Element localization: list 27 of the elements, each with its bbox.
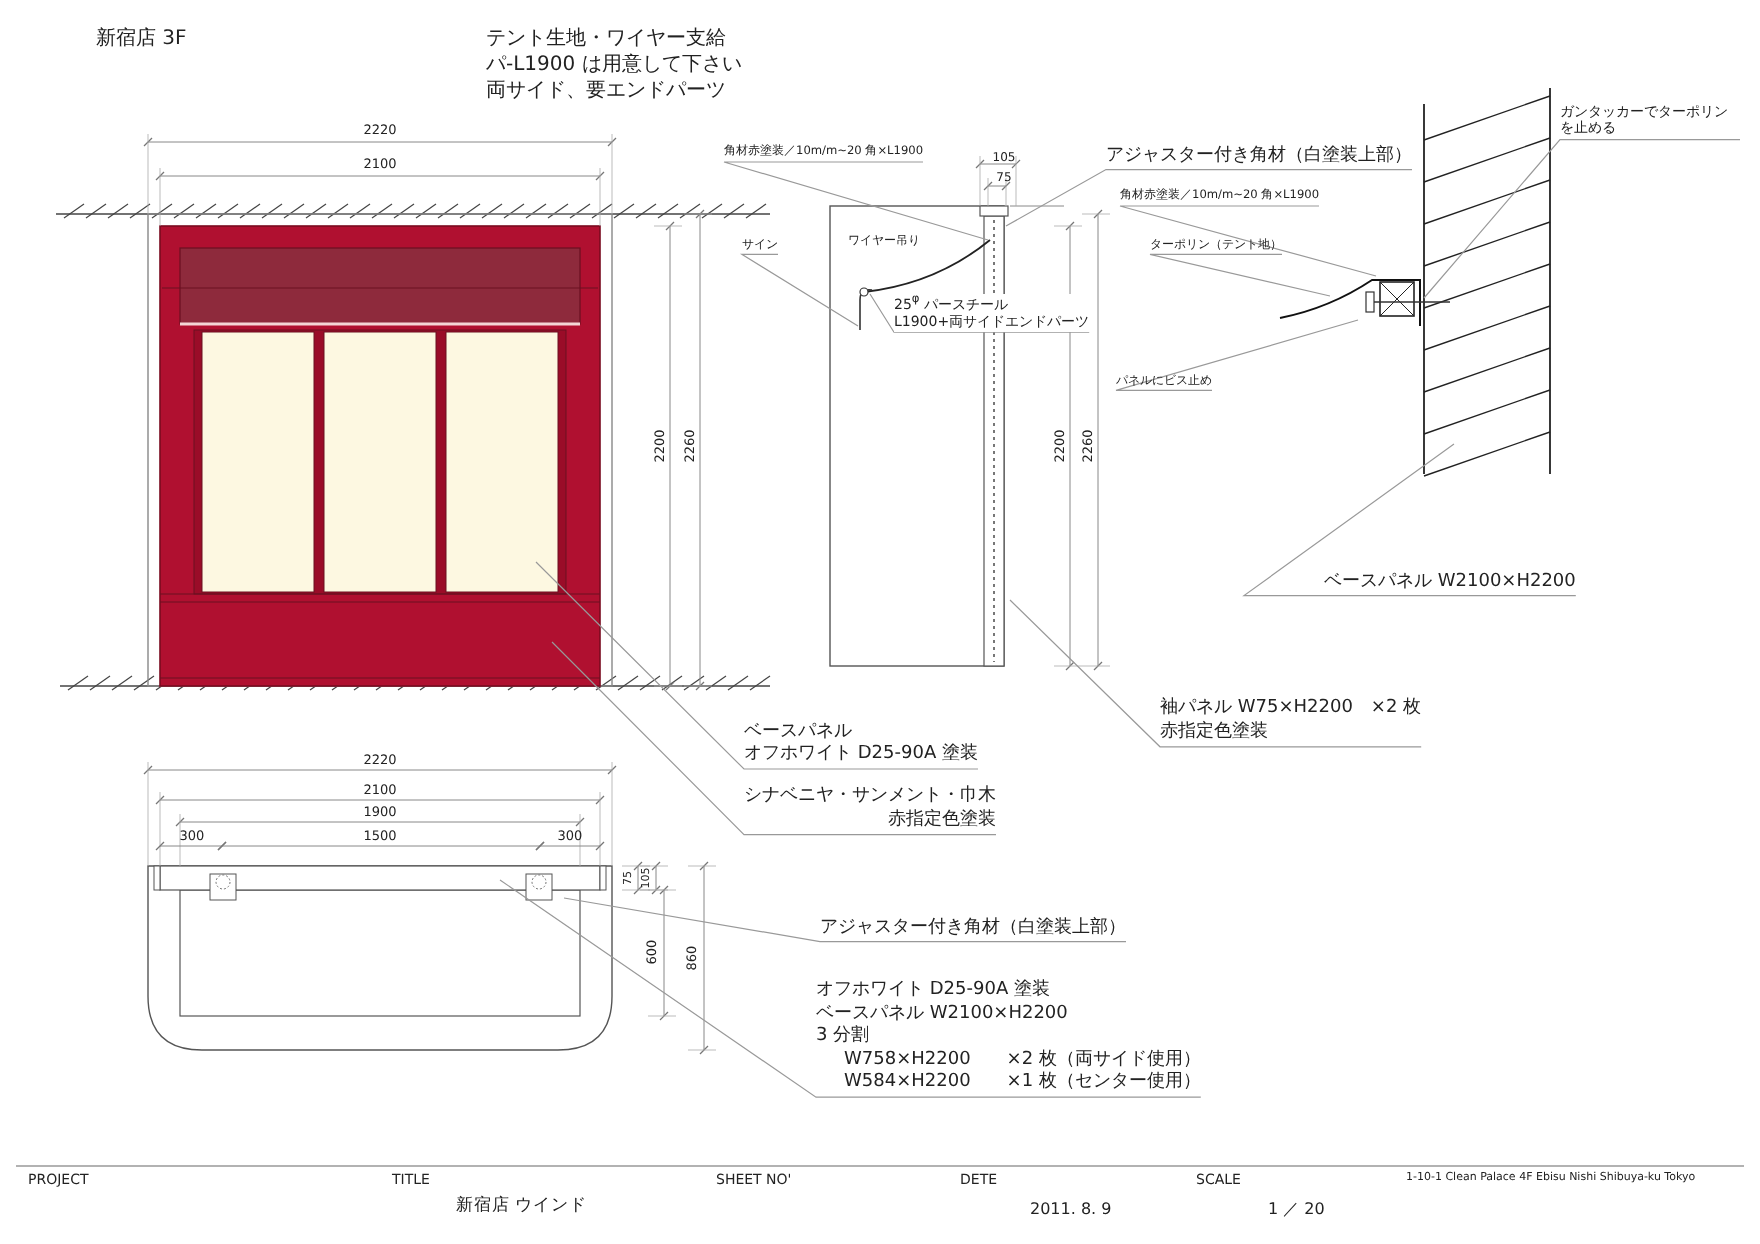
- leader-line: [563, 897, 1127, 943]
- note-text: 両サイド、要エンドパーツ: [486, 80, 726, 104]
- date-text: 2011. 8. 9: [1030, 1200, 1112, 1220]
- leader-line: [535, 561, 979, 770]
- leader-line: [1149, 253, 1331, 297]
- leader-line: [1423, 139, 1741, 299]
- note-text: パ-L1900 は用意して下さい: [486, 54, 742, 78]
- leader-line: [739, 253, 859, 327]
- scale-text: 1 ／ 20: [1268, 1200, 1325, 1220]
- heading-text: 新宿店 3F: [96, 28, 187, 52]
- callout-text: アジャスター付き角材（白塗装上部）: [820, 918, 1126, 942]
- callout-text: ベースパネル オフホワイト D25-90A 塗装: [744, 722, 978, 769]
- callout-text: オフホワイト D25-90A 塗装 ベースパネル W2100×H2200 3 分割 W758×H2200 ×2 枚（両サイド使用） W584×H2200 ×1 枚（センター使用）: [816, 980, 1201, 1098]
- callout-text: ベースパネル W2100×H2200: [1324, 572, 1576, 596]
- leader-line: [551, 641, 997, 836]
- title-text: 新宿店 ウインド: [456, 1196, 588, 1217]
- leader-line: [1119, 205, 1377, 277]
- leader-line: [1005, 169, 1413, 227]
- leader-line: [723, 161, 989, 241]
- leader-line: [1009, 599, 1422, 748]
- leader-line: [1115, 319, 1359, 391]
- callout-text: アジャスター付き角材（白塗装上部）: [1106, 146, 1412, 170]
- callout-text: 袖パネル W75×H2200 ×2 枚 赤指定色塗装: [1160, 698, 1422, 747]
- callout-text: シナベニヤ・サンメント・巾木 赤指定色塗装: [744, 784, 996, 835]
- leader-line: [499, 879, 1202, 1098]
- leader-line: [1242, 443, 1577, 597]
- note-text: テント生地・ワイヤー支給: [486, 28, 726, 52]
